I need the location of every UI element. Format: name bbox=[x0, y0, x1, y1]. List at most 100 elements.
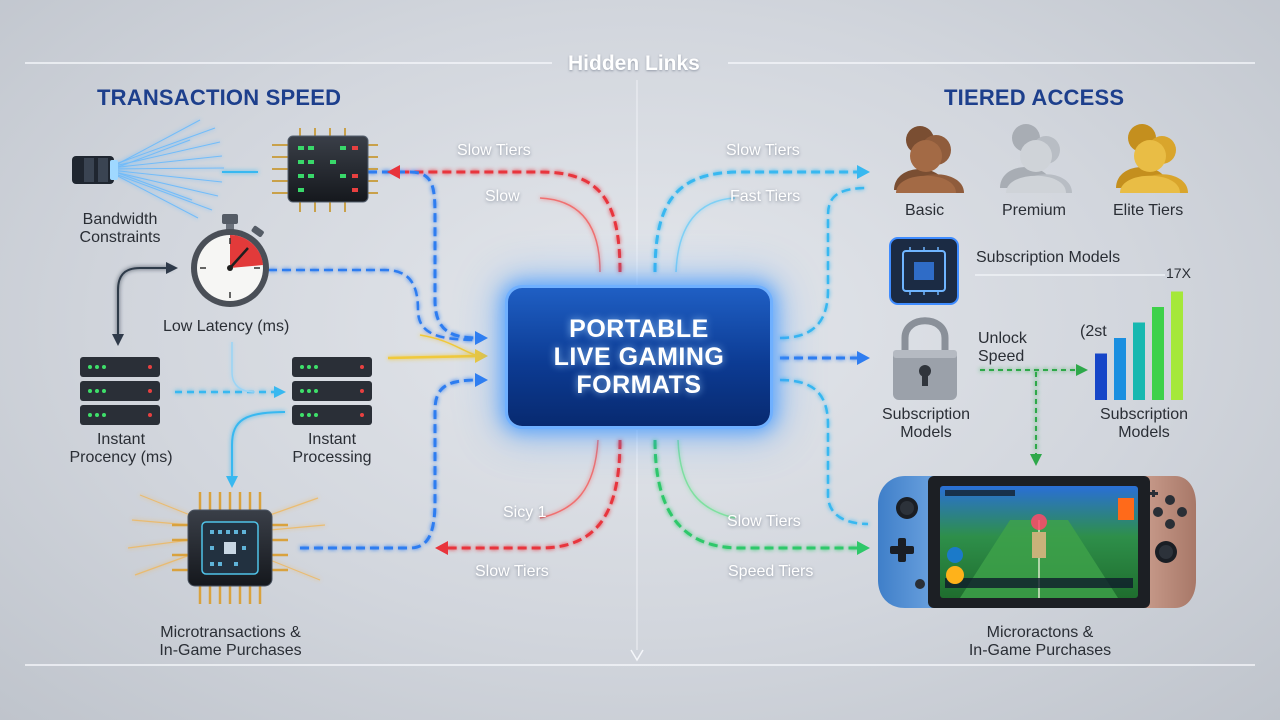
tier-elite-label: Elite Tiers bbox=[1113, 202, 1184, 219]
instant-right-line1: Instant bbox=[307, 431, 357, 448]
subscription-chip-icon bbox=[889, 237, 959, 305]
fiber-optic-icon bbox=[72, 119, 225, 219]
blue-flow-latency bbox=[268, 268, 479, 342]
flow-slow-left: Slow bbox=[485, 188, 520, 205]
flow-speed-tiers: Speed Tiers bbox=[728, 563, 814, 580]
right-arrow-heads bbox=[857, 165, 1088, 555]
yellow-flow bbox=[387, 354, 479, 360]
left-flow-lines bbox=[117, 170, 622, 550]
cyan-down-micro bbox=[231, 411, 286, 478]
sicy-thin-line bbox=[539, 439, 599, 519]
stopwatch-icon bbox=[191, 214, 269, 307]
micro-right-label: Microractons & In-Game Purchases bbox=[955, 624, 1125, 660]
bandwidth-label: Bandwidth Constraints bbox=[65, 211, 175, 247]
instant-left-line2: Procency (ms) bbox=[69, 449, 173, 466]
cyan-flow-console bbox=[779, 378, 869, 526]
instant-right-line2: Processing bbox=[292, 449, 372, 466]
red-arrowhead-top bbox=[387, 165, 400, 179]
speed-bar-4 bbox=[1152, 307, 1164, 400]
micro-left-line1: Microtransactions & bbox=[160, 624, 301, 641]
lock-subscription-label: Subscription Models bbox=[872, 406, 980, 442]
micro-right-line2: In-Game Purchases bbox=[968, 642, 1112, 659]
speed-bar-chart bbox=[1095, 291, 1183, 400]
cyan-arrowhead-server bbox=[274, 386, 286, 398]
flow-slow-tiers-top-left: Slow Tiers bbox=[457, 142, 531, 159]
fast-thin-line bbox=[675, 197, 736, 273]
slow-thin-line-right bbox=[677, 439, 736, 519]
cyan-flow-upper bbox=[779, 186, 869, 340]
micro-left-label: Microtransactions & In-Game Purchases bbox=[148, 624, 313, 660]
processor-chip-icon bbox=[272, 128, 378, 212]
bars-subscription-label: Subscription Models bbox=[1090, 406, 1198, 442]
center-node: PORTABLE LIVE GAMING FORMATS bbox=[508, 288, 770, 426]
bar-side-label: (2st bbox=[1080, 323, 1107, 340]
unlock-arrowhead bbox=[1076, 364, 1088, 376]
dark-elbow-line bbox=[117, 267, 172, 336]
red-flow-bottom-left bbox=[445, 439, 622, 550]
subscription-top-label: Subscription Models bbox=[976, 249, 1121, 266]
yellow-arrowhead bbox=[475, 349, 488, 363]
bandwidth-label-line2: Constraints bbox=[79, 229, 161, 246]
unlock-line2: Speed bbox=[978, 348, 1025, 365]
green-flow bbox=[653, 439, 858, 550]
right-flow-lines bbox=[653, 170, 1080, 550]
lock-label-line1: Subscription bbox=[881, 406, 971, 423]
bars-label-line2: Models bbox=[1118, 424, 1170, 441]
slow-thin-line bbox=[539, 197, 601, 273]
microtransaction-chip-icon bbox=[127, 492, 326, 604]
speed-bar-1 bbox=[1095, 353, 1107, 400]
blue-arrowhead-1 bbox=[475, 331, 488, 345]
instant-left-label: Instant Procency (ms) bbox=[60, 431, 182, 467]
basic-user-icon bbox=[894, 126, 964, 193]
right-section-title: TIERED ACCESS bbox=[944, 85, 1125, 110]
dark-arrowhead-left bbox=[166, 262, 178, 274]
tier-basic-label: Basic bbox=[905, 202, 945, 219]
micro-left-line2: In-Game Purchases bbox=[159, 642, 302, 659]
server-stack-right-icon bbox=[292, 357, 372, 425]
unlock-arrowhead-down bbox=[1030, 454, 1042, 466]
bars-label-line1: Subscription bbox=[1099, 406, 1189, 423]
green-arrowhead bbox=[857, 541, 870, 555]
instant-right-label: Instant Processing bbox=[282, 431, 382, 467]
speed-bar-2 bbox=[1114, 338, 1126, 400]
unlock-line1: Unlock bbox=[978, 330, 1027, 347]
blue-arrowhead-2 bbox=[475, 373, 488, 387]
speed-bar-5 bbox=[1171, 291, 1183, 400]
handheld-console-icon bbox=[878, 476, 1196, 608]
cyan-arrowhead-top bbox=[857, 165, 870, 179]
micro-right-line1: Microractons & bbox=[986, 624, 1094, 641]
red-flow-top-left bbox=[395, 170, 622, 273]
left-arrow-heads bbox=[112, 165, 488, 555]
latency-label: Low Latency (ms) bbox=[163, 318, 290, 335]
unlock-speed-label: Unlock Speed bbox=[978, 330, 1027, 366]
blue-flow-micro bbox=[300, 378, 479, 550]
latency-drop-line bbox=[231, 342, 256, 393]
dark-arrowhead bbox=[112, 334, 124, 346]
tier-premium-label: Premium bbox=[1002, 202, 1067, 219]
left-section-title: TRANSACTION SPEED bbox=[97, 85, 342, 110]
speed-bar-3 bbox=[1133, 322, 1145, 400]
instant-left-line1: Instant bbox=[96, 431, 146, 448]
center-title: PORTABLE LIVE GAMING FORMATS bbox=[553, 315, 725, 399]
red-arrowhead-bottom bbox=[435, 541, 448, 555]
flow-slow-tiers-top-right: Slow Tiers bbox=[726, 142, 800, 159]
elite-user-icon bbox=[1116, 124, 1188, 193]
flow-slow-tiers-bottom-left: Slow Tiers bbox=[475, 563, 549, 580]
premium-user-icon bbox=[1000, 124, 1072, 193]
center-divider-arrow bbox=[630, 649, 644, 662]
diagram-header: Hidden Links bbox=[568, 52, 700, 75]
multiplier-label: 17X bbox=[1166, 265, 1191, 281]
cyan-arrowhead-micro bbox=[226, 476, 238, 488]
server-stack-left-icon bbox=[80, 357, 160, 425]
blue-flow-chip bbox=[368, 170, 479, 340]
yellow-flow-curve bbox=[419, 334, 479, 357]
flow-fast-tiers: Fast Tiers bbox=[730, 188, 801, 205]
blue-arrowhead-lock bbox=[857, 351, 870, 365]
bandwidth-label-line1: Bandwidth bbox=[82, 211, 158, 228]
flow-sicy: Sicy 1 bbox=[503, 504, 547, 521]
flow-slow-tiers-bottom-right: Slow Tiers bbox=[727, 513, 801, 530]
padlock-icon bbox=[893, 317, 957, 400]
cyan-flow-top-right bbox=[653, 170, 858, 273]
